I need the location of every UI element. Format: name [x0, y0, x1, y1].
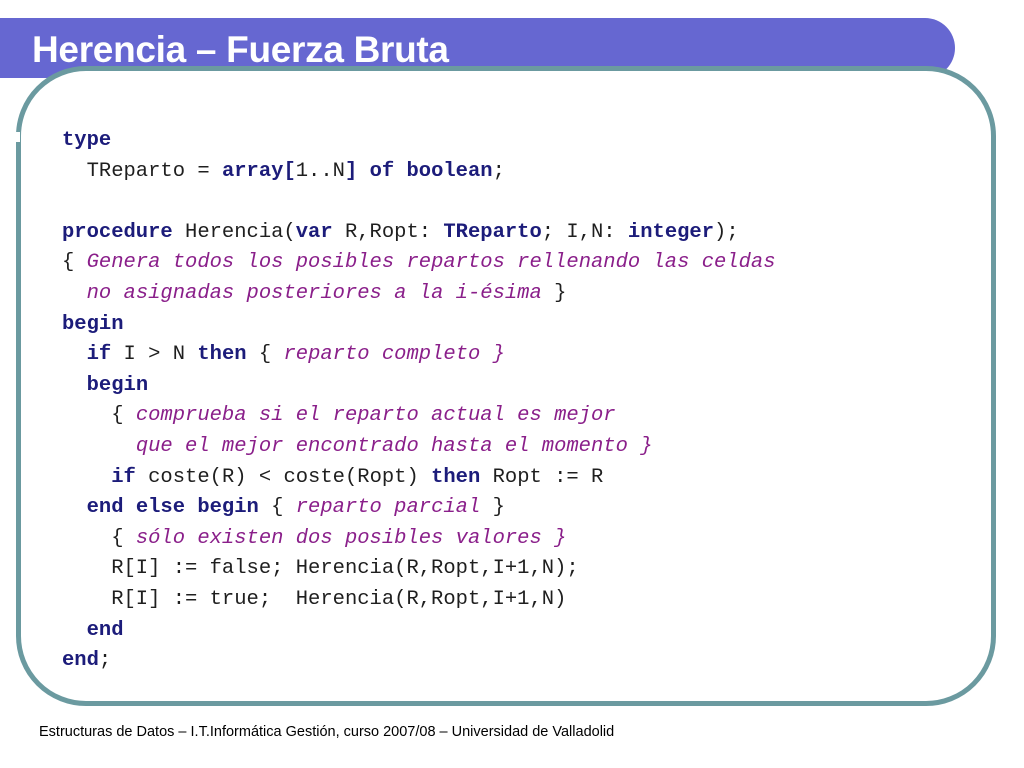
code-keyword: begin	[62, 312, 124, 336]
code-line: { sólo existen dos posibles valores }	[62, 524, 776, 555]
code-line: end else begin { reparto parcial }	[62, 493, 776, 524]
code-text: Herencia(	[172, 220, 296, 244]
code-line: end	[62, 616, 776, 647]
code-comment: que el mejor encontrado hasta el momento…	[135, 434, 653, 458]
code-text	[62, 496, 87, 519]
code-text: 1..N	[295, 159, 345, 183]
code-text: R[I] := true; Herencia(R,Ropt,I+1,N)	[62, 587, 567, 611]
code-comment: reparto completo }	[283, 343, 505, 367]
code-line: end;	[62, 646, 776, 677]
code-text: ;	[98, 649, 112, 673]
code-keyword: ] of boolean	[344, 159, 493, 183]
code-keyword: TReparto	[443, 220, 542, 244]
code-text	[62, 466, 111, 489]
code-text: {	[62, 251, 87, 275]
slide-title: Herencia – Fuerza Bruta	[32, 29, 449, 70]
code-comment: Genera todos los posibles repartos relle…	[86, 251, 776, 275]
code-line	[62, 187, 776, 218]
code-block: type TReparto = array[1..N] of boolean ; …	[62, 126, 776, 677]
code-text: R[I] := false; Herencia(R,Ropt,I+1,N);	[62, 557, 579, 581]
code-keyword: array[	[221, 159, 296, 183]
code-keyword: type	[62, 129, 112, 152]
code-line: if coste(R) < coste(Ropt) then Ropt := R	[62, 463, 776, 494]
code-text: }	[541, 281, 567, 305]
code-keyword: begin	[86, 373, 149, 397]
code-keyword: procedure	[62, 220, 173, 244]
code-text: }	[480, 496, 505, 520]
code-text: ; I,N:	[541, 220, 628, 244]
content-frame	[16, 66, 996, 706]
code-line: begin	[62, 371, 776, 402]
code-line: R[I] := true; Herencia(R,Ropt,I+1,N)	[62, 585, 776, 616]
footer-text: Estructuras de Datos – I.T.Informática G…	[39, 724, 615, 740]
code-text: {	[246, 343, 284, 367]
code-comment: sólo existen dos posibles valores }	[135, 526, 567, 550]
code-keyword: end	[62, 649, 99, 673]
code-keyword: var	[295, 220, 333, 244]
code-comment: no asignadas posteriores a la i-ésima	[86, 281, 542, 305]
code-text: R,Ropt:	[332, 220, 444, 244]
code-text: );	[714, 220, 739, 244]
code-keyword: then	[431, 465, 481, 489]
code-keyword: if	[86, 343, 112, 367]
code-text	[62, 374, 87, 397]
code-text	[62, 282, 87, 305]
code-line: R[I] := false; Herencia(R,Ropt,I+1,N);	[62, 554, 776, 585]
code-text: TReparto =	[62, 159, 222, 183]
code-line: { Genera todos los posibles repartos rel…	[62, 248, 776, 279]
code-line: no asignadas posteriores a la i-ésima }	[62, 279, 776, 310]
code-line: procedure Herencia(var R,Ropt: TReparto;…	[62, 218, 776, 249]
code-line: TReparto = array[1..N] of boolean;	[62, 157, 776, 188]
code-text: {	[258, 496, 296, 520]
code-text: I > N	[111, 343, 198, 367]
code-text: coste(R) < coste(Ropt)	[135, 465, 432, 489]
code-text	[62, 619, 87, 642]
code-text: {	[62, 526, 136, 550]
code-text	[62, 435, 136, 458]
code-keyword: integer	[627, 220, 715, 244]
code-comment: comprueba si el reparto actual es mejor	[135, 404, 616, 428]
code-line: type	[62, 126, 776, 157]
code-line: if I > N then { reparto completo }	[62, 340, 776, 371]
code-text: Ropt := R	[480, 465, 604, 489]
code-comment: reparto parcial	[295, 496, 481, 520]
code-line: que el mejor encontrado hasta el momento…	[62, 432, 776, 463]
code-text	[62, 343, 87, 366]
code-keyword: end	[86, 618, 124, 642]
code-keyword: then	[197, 343, 247, 367]
frame-notch	[12, 132, 20, 142]
code-text: {	[62, 404, 136, 428]
code-line: { comprueba si el reparto actual es mejo…	[62, 401, 776, 432]
code-keyword: end else begin	[86, 496, 259, 520]
code-keyword: if	[111, 465, 136, 489]
code-line: begin	[62, 310, 776, 341]
code-text: ;	[492, 159, 505, 183]
